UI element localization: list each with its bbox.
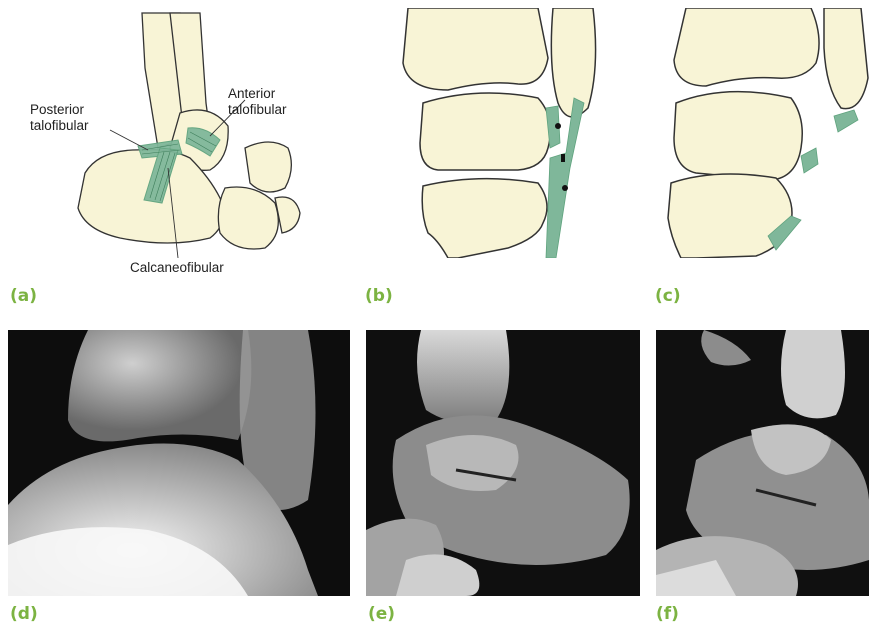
ankle-ligament-illustration xyxy=(60,8,320,278)
panel-a-drawing xyxy=(60,8,320,278)
panel-label-b: (b) xyxy=(365,286,393,306)
panel-label-e: (e) xyxy=(368,604,395,624)
xray-image-d xyxy=(8,330,350,596)
joint-schematic-b xyxy=(378,8,610,258)
panel-e-xray xyxy=(366,330,640,596)
calcaneofibular-label: Calcaneofibular xyxy=(130,260,224,276)
panel-d-xray xyxy=(8,330,350,596)
xray-image-f xyxy=(656,330,869,596)
anterior-line-1: Anterior xyxy=(228,86,287,102)
anterior-line-2: talofibular xyxy=(228,102,287,118)
panel-label-f: (f) xyxy=(656,604,679,624)
panel-label-a: (a) xyxy=(10,286,37,306)
posterior-talofibular-label: Posterior talofibular xyxy=(30,102,89,134)
posterior-line-1: Posterior xyxy=(30,102,89,118)
panel-label-c: (c) xyxy=(655,286,681,306)
panel-label-d: (d) xyxy=(10,604,38,624)
joint-schematic-c xyxy=(656,8,869,258)
posterior-line-2: talofibular xyxy=(30,118,89,134)
panel-c-drawing xyxy=(656,8,869,258)
panel-f-xray xyxy=(656,330,869,596)
anterior-talofibular-label: Anterior talofibular xyxy=(228,86,287,118)
panel-b-drawing xyxy=(378,8,610,258)
xray-image-e xyxy=(366,330,640,596)
